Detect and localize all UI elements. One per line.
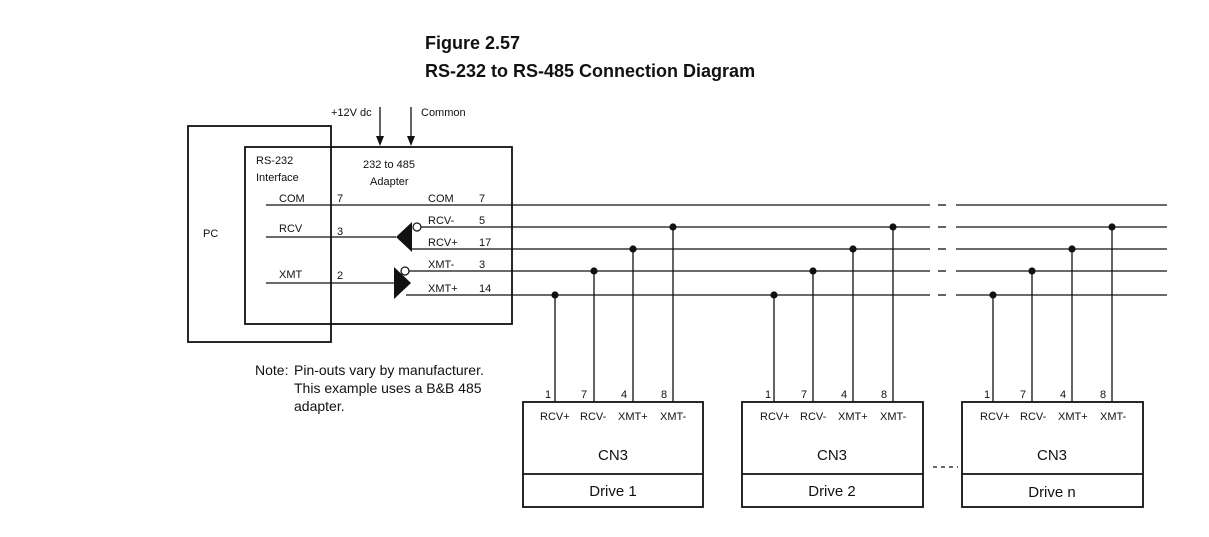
- driven-pin-7: 7: [1020, 389, 1026, 401]
- note-line-1: Pin-outs vary by manufacturer.: [294, 362, 484, 378]
- drive1-pin-8: 8: [661, 389, 667, 401]
- drive2-signal-xmt-plus: XMT+: [838, 411, 868, 423]
- junction-dot-icon: [1068, 245, 1076, 253]
- adapter-out-rcv-plus: RCV+: [428, 237, 458, 249]
- drive2-outline: [741, 401, 924, 508]
- adapter-out-rcv-minus: RCV-: [428, 215, 455, 227]
- adapter-title-line2: Adapter: [370, 176, 409, 188]
- driver-invert-bubble-icon: [400, 266, 410, 276]
- drive-2: 1 7 4 8 RCV+ RCV- XMT+ XMT- CN3 Drive 2: [741, 223, 924, 508]
- drive1-signal-xmt-minus: XMT-: [660, 411, 687, 423]
- junction-dot-icon: [669, 223, 677, 231]
- drive1-signal-rcv-plus: RCV+: [540, 411, 570, 423]
- driven-outline: [961, 401, 1144, 508]
- drive2-signal-rcv-minus: RCV-: [800, 411, 827, 423]
- junction-dot-icon: [1108, 223, 1116, 231]
- bus-break-dashes: [938, 204, 946, 296]
- pc-pin-rcv: 3: [337, 226, 343, 238]
- adapter-out-xmt-minus: XMT-: [428, 259, 455, 271]
- note: Note: Pin-outs vary by manufacturer. Thi…: [255, 362, 484, 414]
- junction-dot-icon: [1028, 267, 1036, 275]
- junction-dot-icon: [889, 223, 897, 231]
- drive2-signal-rcv-plus: RCV+: [760, 411, 790, 423]
- rs485-bus: [344, 204, 1167, 296]
- receiver-triangle-icon: [396, 222, 412, 252]
- note-line-2: This example uses a B&B 485: [294, 380, 482, 396]
- adapter-pin-xmt-minus: 3: [479, 259, 485, 271]
- drive2-pin-1: 1: [765, 389, 771, 401]
- driven-signal-xmt-plus: XMT+: [1058, 411, 1088, 423]
- pc-signal-xmt: XMT: [279, 269, 303, 281]
- drive-1: 1 7 4 8 RCV+ RCV- XMT+ XMT- CN3 Drive 1: [522, 223, 704, 508]
- adapter-pin-rcv-plus: 17: [479, 237, 491, 249]
- driven-connector: CN3: [1037, 447, 1067, 464]
- power-supply-label: +12V dc: [331, 107, 372, 119]
- pc-pin-xmt: 2: [337, 270, 343, 282]
- adapter-pin-rcv-minus: 5: [479, 215, 485, 227]
- adapter-outline: [244, 146, 513, 325]
- power-supply-arrow-icon: [376, 136, 384, 146]
- figure-title: RS-232 to RS-485 Connection Diagram: [425, 61, 755, 81]
- junction-dot-icon: [809, 267, 817, 275]
- pc-outline: [187, 125, 332, 343]
- pc-box: PC: [187, 125, 332, 343]
- drive1-connector: CN3: [598, 447, 628, 464]
- driven-signal-rcv-minus: RCV-: [1020, 411, 1047, 423]
- drive1-name: Drive 1: [589, 483, 637, 500]
- driven-pin-1: 1: [984, 389, 990, 401]
- drive1-pin-1: 1: [545, 389, 551, 401]
- pc-pin-com: 7: [337, 193, 343, 205]
- drive2-pin-4: 4: [841, 389, 847, 401]
- junction-dot-icon: [551, 291, 559, 299]
- pc-label: PC: [203, 228, 218, 240]
- driven-pin-8: 8: [1100, 389, 1106, 401]
- power-input: +12V dc Common: [331, 107, 466, 146]
- driven-name: Drive n: [1028, 484, 1076, 501]
- drive1-pin-4: 4: [621, 389, 627, 401]
- adapter-out-com: COM: [428, 193, 454, 205]
- driven-pin-4: 4: [1060, 389, 1066, 401]
- pc-signal-com: COM: [279, 193, 305, 205]
- adapter-title-line1: 232 to 485: [363, 159, 415, 171]
- note-line-3: adapter.: [294, 398, 345, 414]
- adapter-pin-com: 7: [479, 193, 485, 205]
- adapter-pin-xmt-plus: 14: [479, 283, 491, 295]
- junction-dot-icon: [770, 291, 778, 299]
- drive2-name: Drive 2: [808, 483, 856, 500]
- pc-signal-rcv: RCV: [279, 223, 303, 235]
- interface-title-line1: RS-232: [256, 155, 293, 167]
- interface-title-line2: Interface: [256, 172, 299, 184]
- power-common-label: Common: [421, 107, 466, 119]
- power-common-arrow-icon: [407, 136, 415, 146]
- junction-dot-icon: [849, 245, 857, 253]
- junction-dot-icon: [629, 245, 637, 253]
- adapter-box: RS-232 Interface 232 to 485 Adapter COM …: [244, 146, 513, 325]
- drive1-signal-rcv-minus: RCV-: [580, 411, 607, 423]
- drive1-outline: [522, 401, 704, 508]
- driven-signal-xmt-minus: XMT-: [1100, 411, 1127, 423]
- driver-triangle-icon: [394, 267, 411, 299]
- drive2-pin-7: 7: [801, 389, 807, 401]
- junction-dot-icon: [989, 291, 997, 299]
- receiver-invert-bubble-icon: [412, 222, 422, 232]
- junction-dot-icon: [590, 267, 598, 275]
- drive2-pin-8: 8: [881, 389, 887, 401]
- drive-n: 1 7 4 8 RCV+ RCV- XMT+ XMT- CN3 Drive n: [961, 223, 1144, 508]
- driven-signal-rcv-plus: RCV+: [980, 411, 1010, 423]
- drive1-pin-7: 7: [581, 389, 587, 401]
- drive1-signal-xmt-plus: XMT+: [618, 411, 648, 423]
- drive2-connector: CN3: [817, 447, 847, 464]
- note-label: Note:: [255, 362, 288, 378]
- drive2-signal-xmt-minus: XMT-: [880, 411, 907, 423]
- figure-number: Figure 2.57: [425, 33, 520, 53]
- adapter-out-xmt-plus: XMT+: [428, 283, 458, 295]
